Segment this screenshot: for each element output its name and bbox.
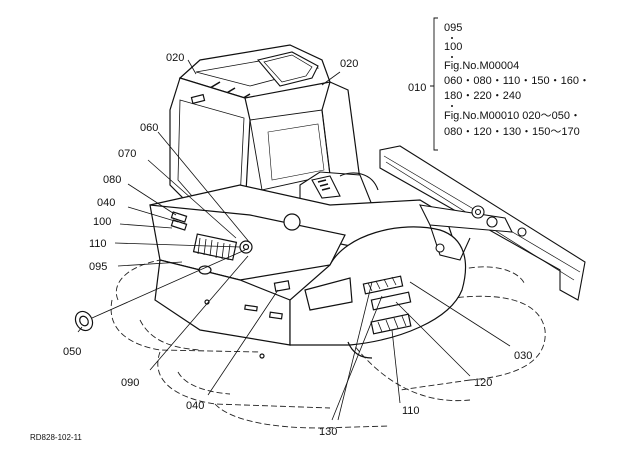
callout-090: 090 bbox=[121, 377, 139, 389]
callout-070: 070 bbox=[118, 148, 136, 160]
reference-line-1: 095 bbox=[444, 22, 462, 34]
callout-030: 030 bbox=[514, 350, 532, 362]
reference-line-6: Fig.No.M00010 020～050・ bbox=[444, 110, 581, 122]
dozer-blade bbox=[379, 145, 586, 301]
reference-group-label: 010 bbox=[408, 82, 426, 94]
callout-080: 080 bbox=[103, 174, 121, 186]
callout-130: 130 bbox=[319, 426, 337, 438]
callout-095: 095 bbox=[89, 261, 107, 273]
callout-050: 050 bbox=[63, 346, 81, 358]
callout-060: 060 bbox=[140, 122, 158, 134]
document-code: RD828-102-11 bbox=[30, 433, 82, 442]
callout-020-left: 020 bbox=[166, 52, 184, 64]
callout-020-right: 020 bbox=[340, 58, 358, 70]
reference-bracket bbox=[430, 17, 438, 151]
reference-line-7: 080・120・130・150～170 bbox=[444, 126, 580, 138]
leader-lines bbox=[77, 59, 511, 421]
reference-group-010: 010 095 100 Fig.No.M00004 060・080・110・15… bbox=[408, 17, 590, 151]
callout-100: 100 bbox=[93, 216, 111, 228]
cap-part-050 bbox=[74, 310, 94, 332]
callout-labels: 020 020 060 070 080 040 100 110 095 050 … bbox=[63, 52, 532, 438]
callout-040-bottom: 040 bbox=[186, 400, 204, 412]
reference-line-5: 180・220・240 bbox=[444, 90, 521, 102]
callout-110-left: 110 bbox=[89, 238, 107, 250]
reference-dots bbox=[451, 37, 453, 107]
reference-line-3: Fig.No.M00004 bbox=[444, 60, 519, 72]
crawler-tracks bbox=[110, 249, 546, 429]
callout-110-bottom: 110 bbox=[402, 405, 420, 417]
callout-040-left: 040 bbox=[97, 197, 115, 209]
callout-120: 120 bbox=[474, 377, 492, 389]
reference-line-4: 060・080・110・150・160・ bbox=[444, 75, 590, 87]
reference-line-2: 100 bbox=[444, 41, 462, 53]
